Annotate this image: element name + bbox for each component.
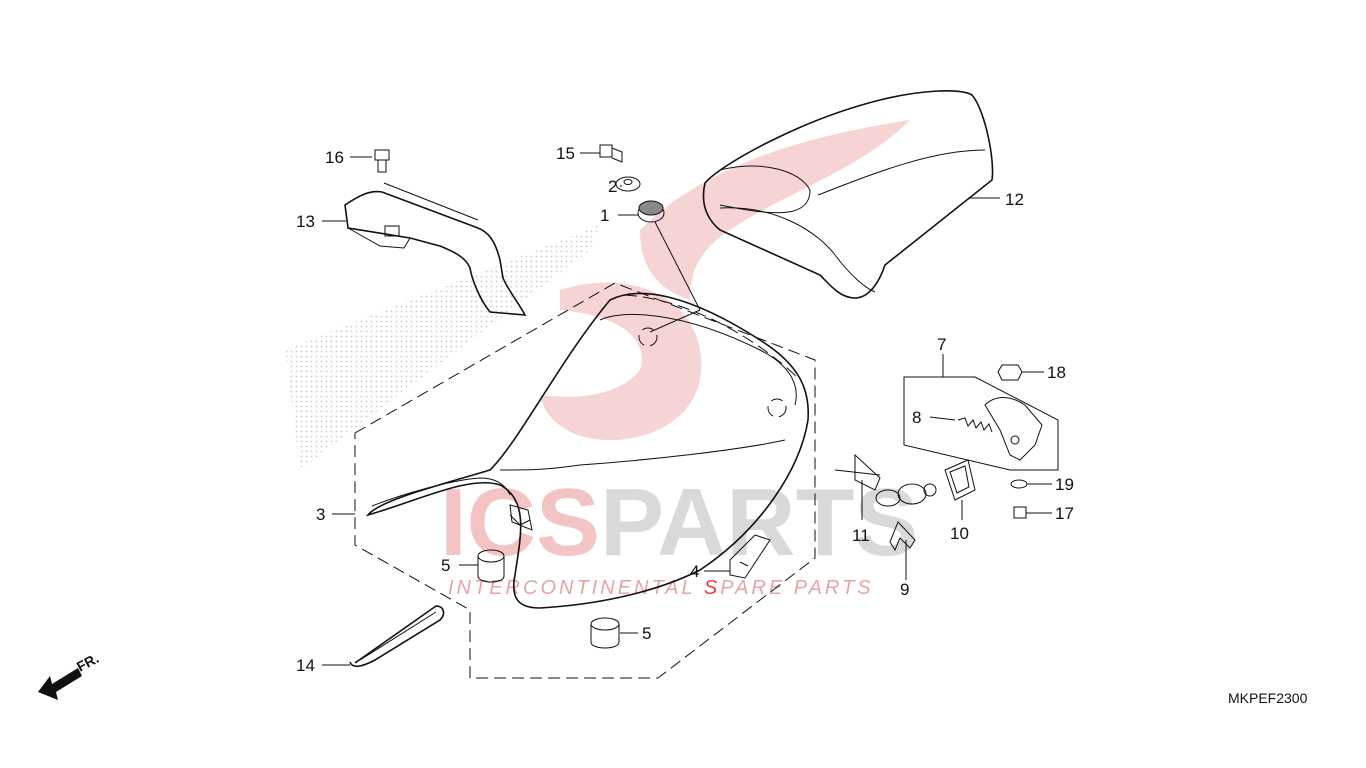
latch-assembly-outline: [903, 376, 1059, 471]
diagram-code: MKPEF2300: [1228, 690, 1308, 706]
callout-1[interactable]: 1: [600, 206, 609, 225]
part-10-lock-gasket[interactable]: [944, 459, 976, 501]
callout-5b[interactable]: 5: [642, 624, 651, 643]
callout-15[interactable]: 15: [556, 144, 575, 163]
callout-2[interactable]: 2: [608, 177, 617, 196]
callout-8[interactable]: 8: [912, 408, 921, 427]
part-15-screw[interactable]: [599, 144, 623, 163]
part-5-rubber-cushion-b[interactable]: [590, 617, 620, 649]
callout-14[interactable]: 14: [296, 656, 315, 675]
callout-labels: 16 13 15 2 1 12 3 5 5 4 14 7 8 18 19 17 …: [296, 144, 1074, 675]
assembly-outline: [354, 282, 816, 679]
callout-9[interactable]: 9: [900, 580, 909, 599]
front-direction-indicator: FR.: [38, 650, 101, 700]
callout-12[interactable]: 12: [1005, 190, 1024, 209]
watermark-tagline-post: PARE PARTS: [720, 577, 873, 599]
callout-10[interactable]: 10: [950, 524, 969, 543]
part-2-washer[interactable]: [615, 176, 641, 192]
watermark-tagline-pre: INTERCONTINENTAL: [448, 577, 704, 599]
part-19-washer[interactable]: [1010, 479, 1028, 489]
part-18-nut[interactable]: [997, 364, 1023, 381]
front-arrow-icon: [38, 668, 82, 700]
watermark-tagline: INTERCONTINENTAL SPARE PARTS: [448, 577, 874, 599]
watermark: ICS PARTS INTERCONTINENTAL SPARE PARTS: [285, 120, 918, 599]
callout-4[interactable]: 4: [690, 562, 699, 581]
callout-16[interactable]: 16: [325, 148, 344, 167]
part-11-seat-lock[interactable]: [834, 453, 937, 507]
callout-17[interactable]: 17: [1055, 504, 1074, 523]
part-12-pillion-seat[interactable]: [702, 90, 994, 299]
part-8-spring[interactable]: [957, 417, 993, 433]
callout-19[interactable]: 19: [1055, 475, 1074, 494]
callout-13[interactable]: 13: [296, 212, 315, 231]
watermark-dotted-wing: [285, 225, 600, 470]
part-5-rubber-cushion-a[interactable]: [477, 549, 505, 583]
part-14-seat-strap[interactable]: [349, 605, 445, 668]
part-4-damper[interactable]: [729, 534, 771, 579]
part-9-clip[interactable]: [889, 521, 916, 552]
part-1-grommet[interactable]: [637, 200, 665, 223]
callout-18[interactable]: 18: [1047, 363, 1066, 382]
part-3-rider-seat[interactable]: [365, 292, 810, 609]
watermark-logo-gear: [540, 282, 702, 440]
callout-5a[interactable]: 5: [441, 556, 450, 575]
watermark-tagline-s: S: [704, 577, 720, 599]
callout-7[interactable]: 7: [937, 335, 946, 354]
callout-3[interactable]: 3: [316, 505, 325, 524]
part-16-bolt[interactable]: [374, 149, 390, 173]
part-17-bolt[interactable]: [1013, 506, 1027, 519]
watermark-logo-wing: [640, 120, 910, 300]
part-7-seat-latch[interactable]: [984, 397, 1043, 461]
callout-11[interactable]: 11: [852, 526, 870, 545]
leader-lines: [322, 152, 1052, 666]
part-13-seat-bracket[interactable]: [344, 190, 527, 316]
watermark-brand-right: PARTS: [600, 469, 918, 576]
